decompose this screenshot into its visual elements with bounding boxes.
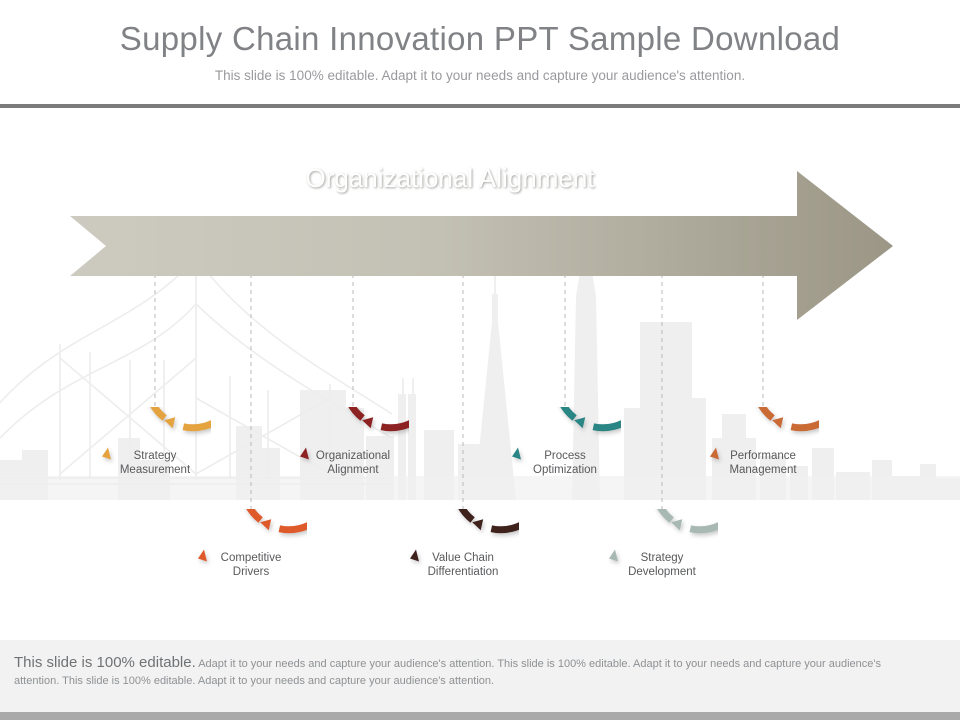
slide-header: Supply Chain Innovation PPT Sample Downl… [0, 0, 960, 108]
ring-graphic [102, 407, 211, 460]
footer-body: Adapt it to your needs and capture your … [14, 658, 881, 687]
city-skyline-watermark [0, 236, 960, 500]
footer-divider [0, 712, 960, 720]
header-divider [0, 104, 960, 108]
slide-footer: This slide is 100% editable. Adapt it to… [0, 640, 960, 720]
banner-arrow [70, 171, 893, 320]
footer-lead: This slide is 100% editable. [14, 654, 196, 671]
ring-graphic [198, 509, 307, 562]
ring-graphic [300, 407, 409, 460]
connector-lines [154, 258, 764, 510]
bridge-watermark [0, 256, 393, 485]
footer-text: This slide is 100% editable. Adapt it to… [14, 654, 914, 690]
ring-graphic [609, 509, 718, 562]
ring-graphic [410, 509, 519, 562]
ring-graphic [710, 407, 819, 460]
page-subtitle: This slide is 100% editable. Adapt it to… [214, 68, 746, 83]
page-title: Supply Chain Innovation PPT Sample Downl… [119, 20, 841, 57]
ring-graphic [512, 407, 621, 460]
